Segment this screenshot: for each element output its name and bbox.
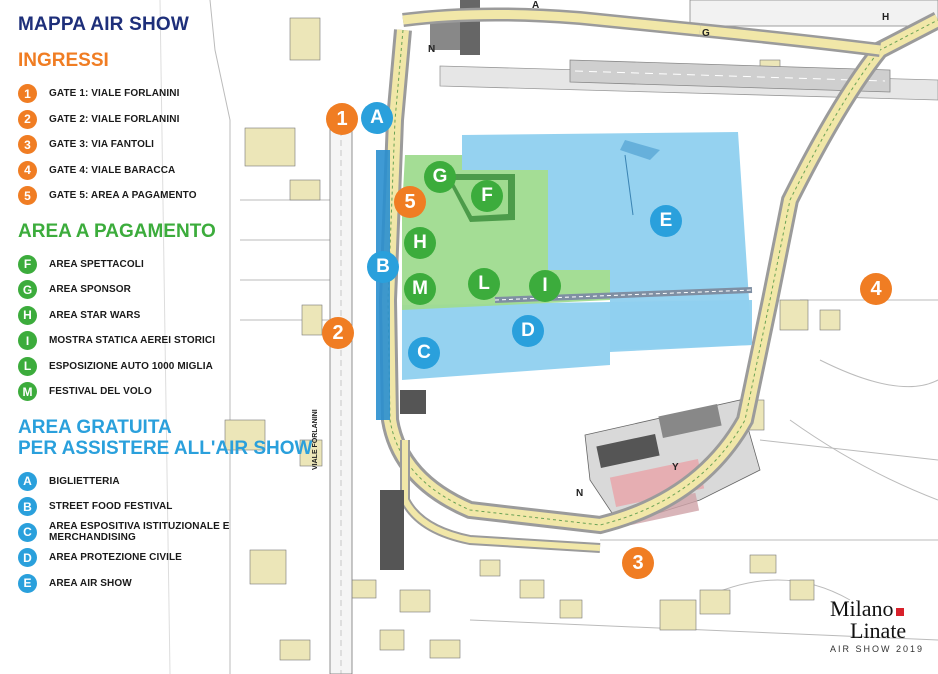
map-marker-area-c[interactable]: C: [408, 337, 440, 369]
gate-2-badge: 2: [18, 109, 37, 129]
gate-3-label: GATE 3: VIA FANTOLI: [49, 139, 155, 151]
map-title: MAPPA AIR SHOW: [18, 14, 189, 35]
area-c-badge: C: [18, 522, 37, 542]
area-f-label: AREA SPETTACOLI: [49, 258, 144, 270]
legend-area-d[interactable]: D AREA PROTEZIONE CIVILE: [18, 545, 318, 571]
free-zone-c-d: [402, 300, 752, 380]
map-marker-area-g[interactable]: G: [424, 161, 456, 193]
area-m-badge: M: [18, 382, 37, 402]
paid-area-heading: AREA A PAGAMENTO: [18, 220, 216, 242]
area-a-label: BIGLIETTERIA: [49, 475, 120, 487]
free-area-heading-line1: AREA GRATUITA: [18, 416, 172, 438]
legend-area-i[interactable]: I MOSTRA STATICA AEREI STORICI: [18, 328, 318, 354]
free-area-heading-line2: PER ASSISTERE ALL'AIR SHOW: [18, 437, 313, 459]
area-g-label: AREA SPONSOR: [49, 284, 131, 296]
map-marker-area-l[interactable]: L: [468, 268, 500, 300]
legend-area-m[interactable]: M FESTIVAL DEL VOLO: [18, 379, 318, 405]
gate-4-badge: 4: [18, 160, 37, 180]
runway-letter-h: H: [882, 12, 890, 23]
gate-3-badge: 3: [18, 135, 37, 155]
area-d-badge: D: [18, 548, 37, 568]
area-d-label: AREA PROTEZIONE CIVILE: [49, 552, 182, 564]
map-marker-gate-5[interactable]: 5: [394, 186, 426, 218]
area-f-badge: F: [18, 254, 37, 274]
legend-gate-5[interactable]: 5 GATE 5: AREA A PAGAMENTO: [18, 183, 318, 209]
legend-area-f[interactable]: F AREA SPETTACOLI: [18, 252, 318, 278]
legend-gate-4[interactable]: 4 GATE 4: VIALE BARACCA: [18, 158, 318, 184]
map-marker-gate-2[interactable]: 2: [322, 317, 354, 349]
gate-4-label: GATE 4: VIALE BARACCA: [49, 164, 176, 176]
map-marker-area-b[interactable]: B: [367, 251, 399, 283]
entrances-heading: INGRESSI: [18, 50, 109, 71]
brand-subtitle: AIR SHOW 2019: [830, 644, 925, 654]
gate-2-label: GATE 2: VIALE FORLANINI: [49, 113, 180, 125]
area-i-badge: I: [18, 331, 37, 351]
taxiway-letter-n-top: N: [428, 44, 436, 55]
brand-line-1: Milano: [830, 598, 926, 620]
viale-forlanini-road: [329, 119, 426, 674]
area-i-label: MOSTRA STATICA AEREI STORICI: [49, 335, 216, 347]
legend-gate-2[interactable]: 2 GATE 2: VIALE FORLANINI: [18, 107, 318, 133]
brand-line-2: Linate: [850, 618, 907, 643]
legend-area-h[interactable]: H AREA STAR WARS: [18, 303, 318, 329]
map-marker-gate-3[interactable]: 3: [622, 547, 654, 579]
area-e-badge: E: [18, 573, 37, 593]
gate-5-badge: 5: [18, 186, 37, 206]
map-marker-area-m[interactable]: M: [404, 273, 436, 305]
area-b-badge: B: [18, 497, 37, 517]
taxiway-letter-n-bottom: N: [576, 488, 584, 499]
map-marker-area-e[interactable]: E: [650, 205, 682, 237]
map-marker-area-h[interactable]: H: [404, 227, 436, 259]
legend-area-l[interactable]: L ESPOSIZIONE AUTO 1000 MIGLIA: [18, 354, 318, 380]
map-legend: MAPPA AIR SHOW INGRESSI 1 GATE 1: VIALE F…: [18, 14, 318, 608]
legend-area-c[interactable]: C AREA ESPOSITIVA ISTITUZIONALE E MERCHAN…: [18, 520, 318, 546]
area-h-badge: H: [18, 305, 37, 325]
road-network: [159, 0, 938, 674]
taxiway-loop: [378, 7, 938, 553]
gate-1-label: GATE 1: VIALE FORLANINI: [49, 88, 180, 100]
entrances-list: 1 GATE 1: VIALE FORLANINI 2 GATE 2: VIALE …: [18, 81, 318, 209]
brand-word-milano: Milano: [830, 596, 894, 621]
taxiway-letter-g: G: [702, 28, 710, 39]
map-marker-area-f[interactable]: F: [471, 180, 503, 212]
runway: [430, 0, 938, 101]
gate-1-badge: 1: [18, 84, 37, 104]
legend-area-g[interactable]: G AREA SPONSOR: [18, 277, 318, 303]
free-area-heading: AREA GRATUITA PER ASSISTERE ALL'AIR SHOW: [18, 417, 318, 459]
area-l-badge: L: [18, 356, 37, 376]
legend-gate-1[interactable]: 1 GATE 1: VIALE FORLANINI: [18, 81, 318, 107]
legend-area-b[interactable]: B STREET FOOD FESTIVAL: [18, 494, 318, 520]
paid-zone: [402, 155, 610, 310]
map-marker-gate-1[interactable]: 1: [326, 103, 358, 135]
area-c-label: AREA ESPOSITIVA ISTITUZIONALE E MERCHAND…: [49, 521, 230, 544]
free-area-list: A BIGLIETTERIA B STREET FOOD FESTIVAL C ARE…: [18, 469, 318, 597]
area-g-badge: G: [18, 280, 37, 300]
zones: [402, 132, 753, 380]
taxiway-letter-y: Y: [672, 462, 679, 473]
area-b-label: STREET FOOD FESTIVAL: [49, 501, 173, 513]
legend-area-e[interactable]: E AREA AIR SHOW: [18, 571, 318, 597]
legend-gate-3[interactable]: 3 GATE 3: VIA FANTOLI: [18, 132, 318, 158]
map-marker-area-d[interactable]: D: [512, 315, 544, 347]
brand-red-square-icon: [895, 608, 904, 616]
area-l-label: ESPOSIZIONE AUTO 1000 MIGLIA: [49, 360, 213, 372]
runway-letter-a: A: [532, 0, 540, 11]
paid-area-list: F AREA SPETTACOLI G AREA SPONSOR H AREA STA…: [18, 252, 318, 405]
map-marker-area-a[interactable]: A: [361, 102, 393, 134]
area-m-label: FESTIVAL DEL VOLO: [49, 386, 152, 398]
area-h-label: AREA STAR WARS: [49, 309, 141, 321]
area-e-label: AREA AIR SHOW: [49, 577, 132, 589]
legend-area-a[interactable]: A BIGLIETTERIA: [18, 469, 318, 495]
milano-linate-logo: Milano Linate AIR SHOW 2019: [830, 598, 926, 655]
map-marker-area-i[interactable]: I: [529, 270, 561, 302]
area-a-badge: A: [18, 471, 37, 491]
gate-5-label: GATE 5: AREA A PAGAMENTO: [49, 190, 197, 202]
buildings-left: [224, 17, 323, 661]
buildings-bottom: [349, 59, 841, 659]
map-marker-gate-4[interactable]: 4: [860, 273, 892, 305]
